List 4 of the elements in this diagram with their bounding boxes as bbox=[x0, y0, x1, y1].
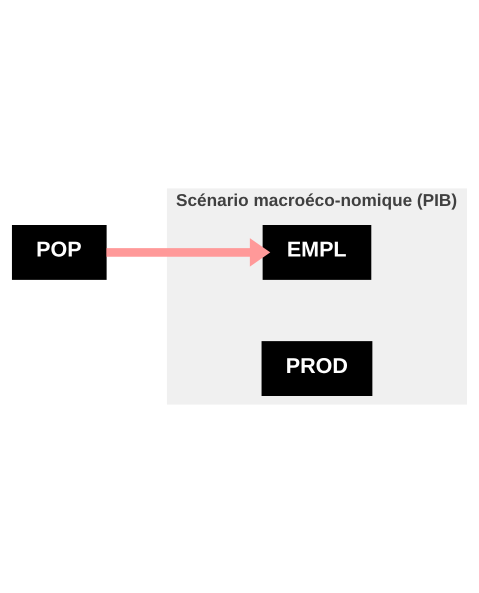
node-box: PROD bbox=[262, 341, 372, 396]
arrow bbox=[106, 238, 270, 267]
node-box: POP bbox=[12, 224, 107, 280]
node-box: EMPL bbox=[262, 224, 372, 280]
